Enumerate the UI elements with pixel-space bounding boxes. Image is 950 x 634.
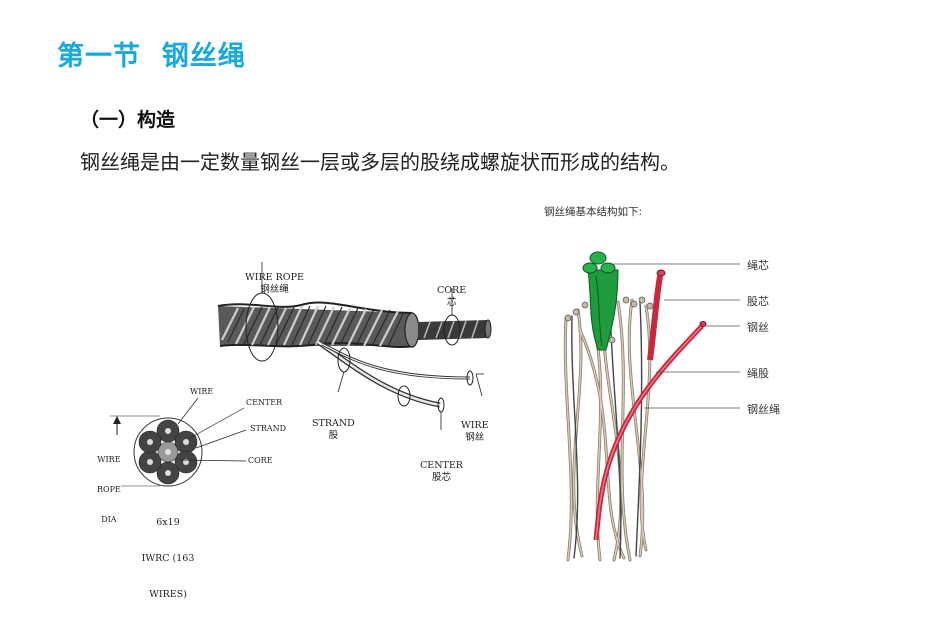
body-paragraph: 钢丝绳是由一定数量钢丝一层或多层的股绕成螺旋状而形成的结构。	[80, 150, 680, 174]
xs-label-core: CORE	[248, 456, 273, 465]
xs-label-strand: STRAND	[250, 424, 287, 433]
label-steel-wire: 钢丝	[747, 321, 769, 334]
section-heading: （一）构造	[80, 109, 176, 131]
label-strand-core: 股芯	[747, 295, 769, 308]
xs-label-center: CENTER	[246, 398, 283, 407]
strand-core-red	[593, 269, 707, 541]
rope-core-green	[582, 251, 619, 351]
xs-caption: 6x19 IWRC (163 WIRES)	[141, 517, 195, 600]
cross-section	[110, 397, 247, 487]
label-rope-core: 绳芯	[747, 259, 769, 272]
label-rope-strand: 绳股	[747, 367, 769, 380]
right-diagram-caption: 钢丝绳基本结构如下:	[544, 206, 643, 218]
xs-label-wire: WIRE	[190, 387, 214, 396]
label-wire-rope-right: 钢丝绳	[747, 403, 780, 416]
xs-label-dia: WIRE ROPE DIA	[97, 435, 121, 535]
page-title: 第一节 钢丝绳	[57, 41, 246, 72]
strand-out	[316, 339, 471, 408]
